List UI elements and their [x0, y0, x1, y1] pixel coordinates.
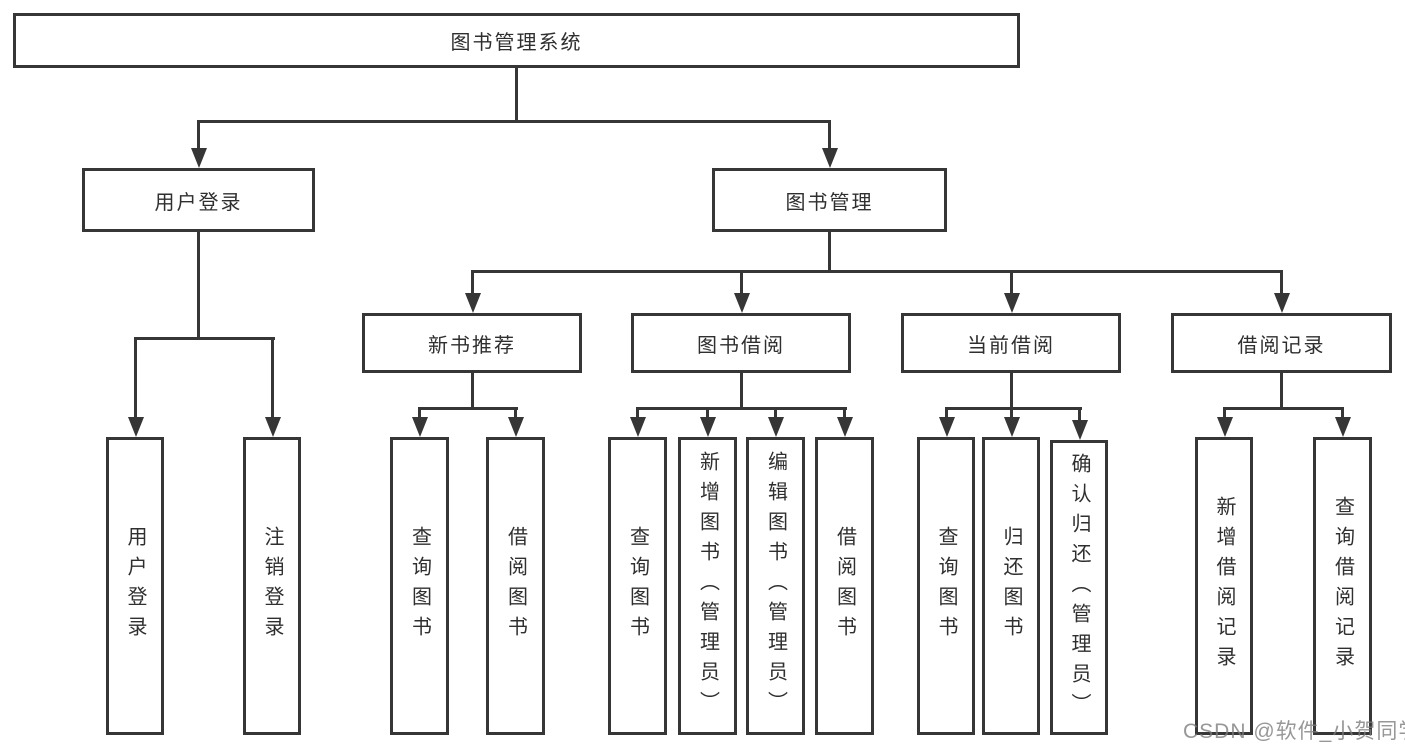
node-book-management: 图书管理 [712, 168, 947, 232]
connector-user-login-hline [134, 337, 275, 340]
node-new-book-recommend: 新书推荐 [362, 313, 582, 373]
arrow-to-leaf-logout [264, 337, 281, 437]
arrow-to-query-books-recommend [411, 407, 428, 437]
leaf-borrow-books-borrowing: 借阅图书 [815, 437, 874, 735]
arrow-to-confirm-return-admin [1071, 407, 1088, 440]
arrow-to-borrow-books-recommend [507, 407, 524, 437]
arrow-to-borrow-books-borrowing [836, 407, 853, 437]
arrow-to-edit-book-admin [767, 407, 784, 437]
arrow-to-book-borrowing [733, 270, 750, 313]
leaf-user-login: 用户登录 [106, 437, 164, 735]
leaf-edit-book-admin: 编辑图书（管理员） [746, 437, 805, 735]
csdn-watermark: CSDN @软件_小贺同学 [1183, 720, 1405, 743]
connector-root-stem [515, 68, 518, 123]
connector-root-hline [197, 120, 831, 123]
arrow-to-book-management [821, 120, 838, 168]
arrow-to-query-books-current [938, 407, 955, 437]
connector-current-stem [1010, 373, 1013, 410]
arrow-to-borrowing-records [1273, 270, 1290, 313]
connector-user-login-stem [197, 232, 200, 340]
leaf-query-books-recommend: 查询图书 [390, 437, 449, 735]
leaf-query-borrow-record: 查询借阅记录 [1313, 437, 1372, 735]
leaf-confirm-return-admin: 确认归还（管理员） [1050, 440, 1108, 735]
connector-recommend-hline [418, 407, 518, 410]
connector-borrowing-hline [636, 407, 847, 410]
leaf-query-books-borrowing: 查询图书 [608, 437, 667, 735]
connector-records-stem [1280, 373, 1283, 410]
connector-borrowing-stem [740, 373, 743, 410]
arrow-to-add-borrow-record [1216, 407, 1233, 437]
node-library-system: 图书管理系统 [13, 13, 1020, 68]
leaf-logout: 注销登录 [243, 437, 301, 735]
connector-book-mgmt-stem [828, 232, 831, 273]
arrow-to-query-books-borrowing [629, 407, 646, 437]
leaf-return-books: 归还图书 [982, 437, 1040, 735]
arrow-to-user-login [190, 120, 207, 168]
node-book-borrowing: 图书借阅 [631, 313, 851, 373]
node-borrowing-records: 借阅记录 [1171, 313, 1392, 373]
arrow-to-return-books [1003, 407, 1020, 437]
arrow-to-query-borrow-record [1334, 407, 1351, 437]
leaf-query-books-current: 查询图书 [917, 437, 975, 735]
arrow-to-current-borrowing [1003, 270, 1020, 313]
node-current-borrowing: 当前借阅 [901, 313, 1121, 373]
connector-recommend-stem [471, 373, 474, 410]
arrow-to-new-book-recommend [464, 270, 481, 313]
connector-current-hline [945, 407, 1082, 410]
leaf-add-book-admin: 新增图书（管理员） [678, 437, 737, 735]
node-user-login: 用户登录 [82, 168, 315, 232]
leaf-borrow-books-recommend: 借阅图书 [486, 437, 545, 735]
connector-book-mgmt-hline [471, 270, 1283, 273]
leaf-add-borrow-record: 新增借阅记录 [1195, 437, 1253, 735]
arrow-to-add-book-admin [699, 407, 716, 437]
connector-records-hline [1223, 407, 1344, 410]
arrow-to-leaf-user-login [127, 337, 144, 437]
